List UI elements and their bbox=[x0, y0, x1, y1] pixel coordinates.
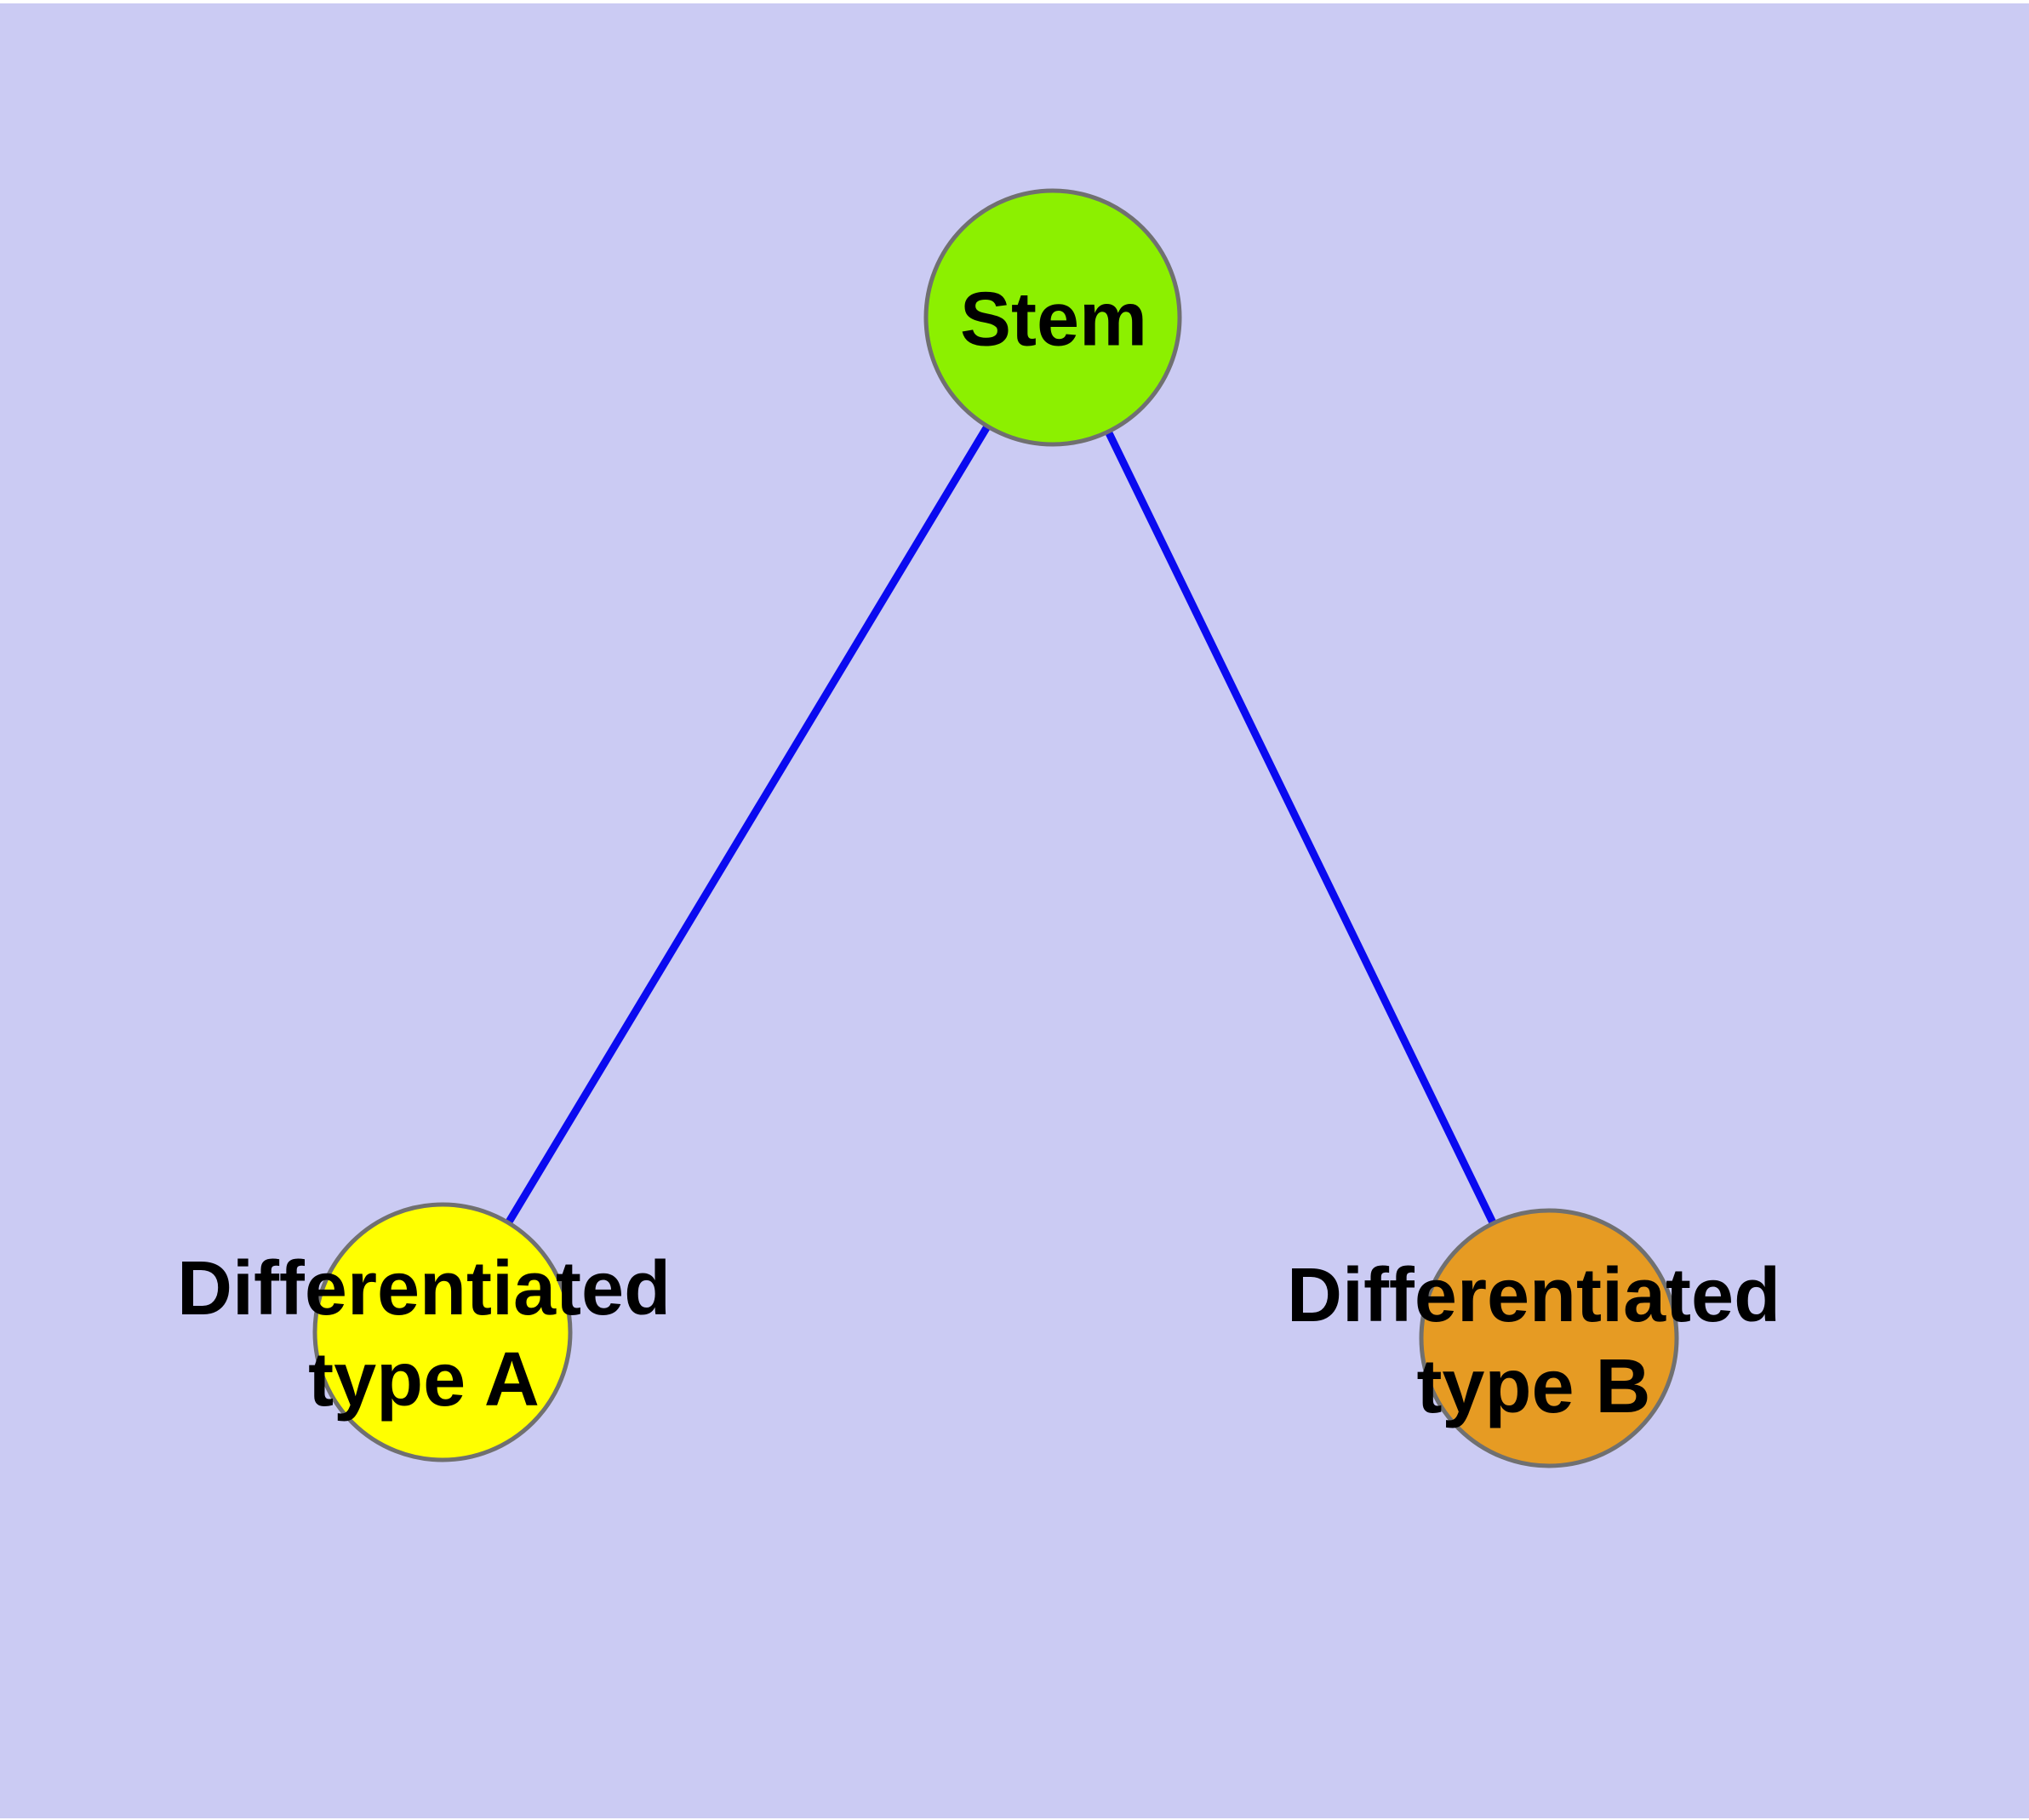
node-stem-circle[interactable] bbox=[923, 188, 1182, 447]
node-type-a-circle[interactable] bbox=[312, 1202, 573, 1462]
edge-stem-to-type-b[interactable] bbox=[1049, 316, 1553, 1340]
node-type-b-circle[interactable] bbox=[1419, 1208, 1679, 1468]
edge-stem-to-type-a[interactable] bbox=[439, 315, 1056, 1335]
